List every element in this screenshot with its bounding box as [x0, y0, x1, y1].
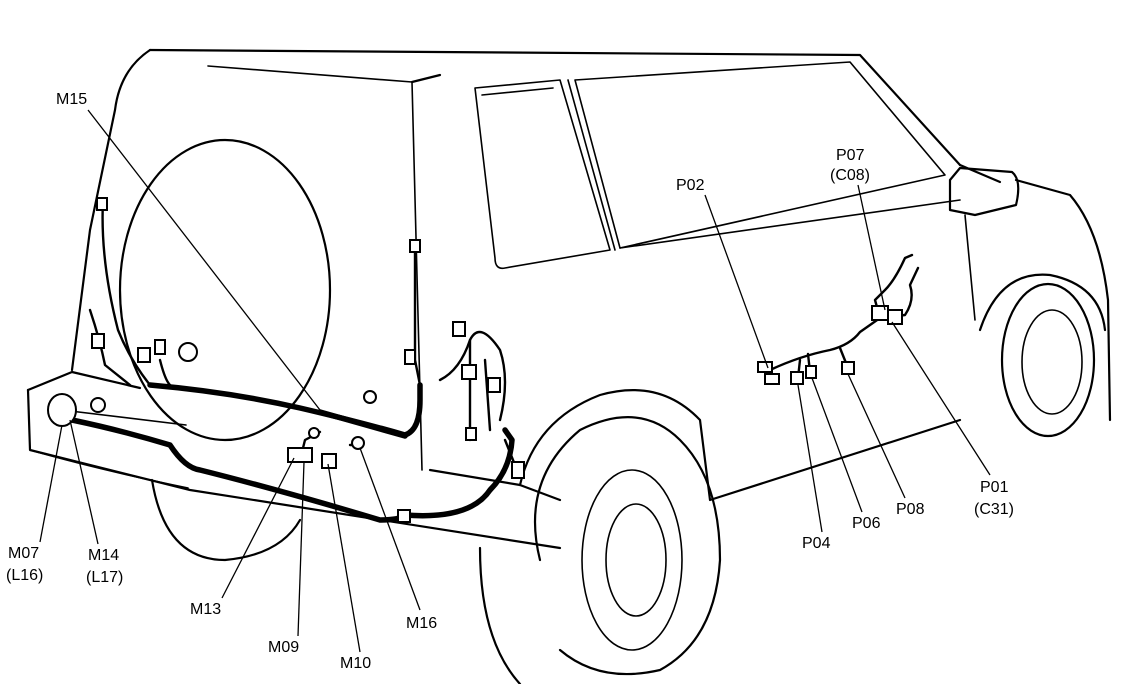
connector [178, 342, 198, 362]
label-m10: M10 [340, 655, 371, 672]
label-c31: (C31) [974, 501, 1014, 518]
connector [308, 427, 320, 439]
connector [351, 436, 365, 450]
connector [409, 239, 421, 253]
connector [452, 321, 466, 337]
connector [887, 309, 903, 325]
label-m09: M09 [268, 639, 299, 656]
vehicle-body [26, 48, 1112, 684]
callout-labels: M15 M07 (L16) M14 (L17) M13 M09 M10 M16 … [6, 91, 1014, 672]
connector [91, 333, 105, 349]
connector [871, 305, 889, 321]
label-m07: M07 [8, 545, 39, 562]
label-p07: P07 [836, 147, 865, 164]
label-l16: (L16) [6, 567, 43, 584]
connector [397, 509, 411, 523]
label-m16: M16 [406, 615, 437, 632]
connector [47, 393, 77, 427]
label-m15: M15 [56, 91, 87, 108]
connector [764, 373, 780, 385]
side-harness [768, 253, 920, 380]
connector [487, 377, 501, 393]
side-connectors [757, 305, 903, 385]
connector [805, 365, 817, 379]
label-m13: M13 [190, 601, 221, 618]
connector [96, 197, 108, 211]
connector [137, 347, 151, 363]
connector [363, 390, 377, 404]
label-p01: P01 [980, 479, 1009, 496]
leader-lines [39, 109, 991, 653]
connector [511, 461, 525, 479]
label-p08: P08 [896, 501, 925, 518]
label-p04: P04 [802, 535, 831, 552]
connector [841, 361, 855, 375]
connector [154, 339, 166, 355]
connector [465, 427, 477, 441]
connector [790, 371, 804, 385]
connector [404, 349, 416, 365]
label-p06: P06 [852, 515, 881, 532]
label-c08: (C08) [830, 167, 870, 184]
connector [461, 364, 477, 380]
connector [90, 397, 106, 413]
connector [321, 453, 337, 469]
connector [287, 447, 313, 463]
connector [757, 361, 773, 373]
rear-connectors [47, 197, 525, 523]
label-m14: M14 [88, 547, 119, 564]
label-p02: P02 [676, 177, 705, 194]
label-l17: (L17) [86, 569, 123, 586]
